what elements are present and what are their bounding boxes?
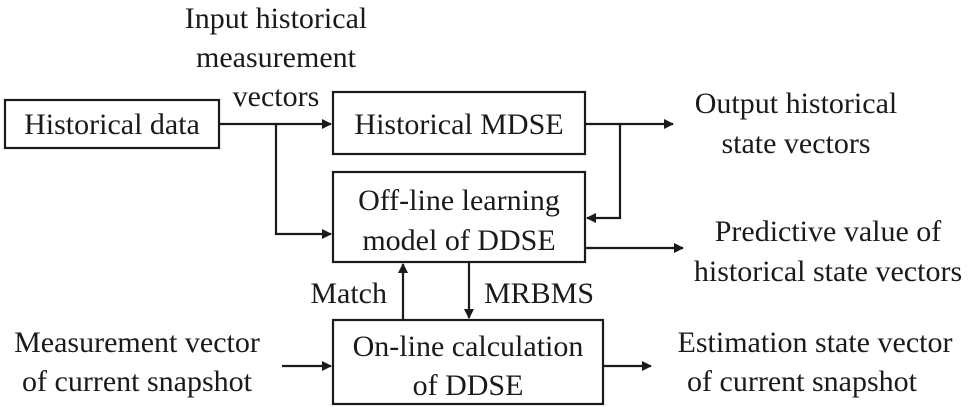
predictive-label-line2: historical state vectors	[694, 255, 962, 288]
offline-label-line1: Off-line learning	[358, 184, 560, 217]
historical-mdse-box	[331, 90, 587, 156]
predictive-label-line1: Predictive value of	[715, 215, 942, 248]
measurement-label-line2: of current snapshot	[22, 365, 253, 398]
historical-data-label: Historical data	[24, 108, 200, 141]
estimation-label-line2: of current snapshot	[687, 365, 918, 398]
historical-mdse-label: Historical MDSE	[354, 108, 563, 141]
input-label-line1: Input historical	[185, 2, 367, 35]
output-label-line2: state vectors	[721, 127, 870, 160]
output-label-line1: Output historical	[695, 87, 897, 120]
arrow-mdse-feedback-to-offline	[586, 124, 622, 223]
online-label-line2: of DDSE	[413, 369, 524, 402]
measurement-label-line1: Measurement vector	[14, 326, 260, 359]
online-calculation-box	[331, 318, 605, 406]
estimation-label-line1: Estimation state vector	[678, 326, 953, 359]
offline-label-line2: model of DDSE	[362, 224, 555, 257]
match-label: Match	[310, 277, 387, 310]
offline-learning-box	[331, 170, 587, 264]
historical-data-box	[3, 98, 221, 150]
online-label-line1: On-line calculation	[353, 330, 584, 363]
input-label-line2: measurement	[196, 41, 357, 74]
input-label-line3: vectors	[233, 80, 320, 113]
mrbms-label: MRBMS	[484, 277, 594, 310]
arrow-data-to-offline	[274, 124, 332, 239]
